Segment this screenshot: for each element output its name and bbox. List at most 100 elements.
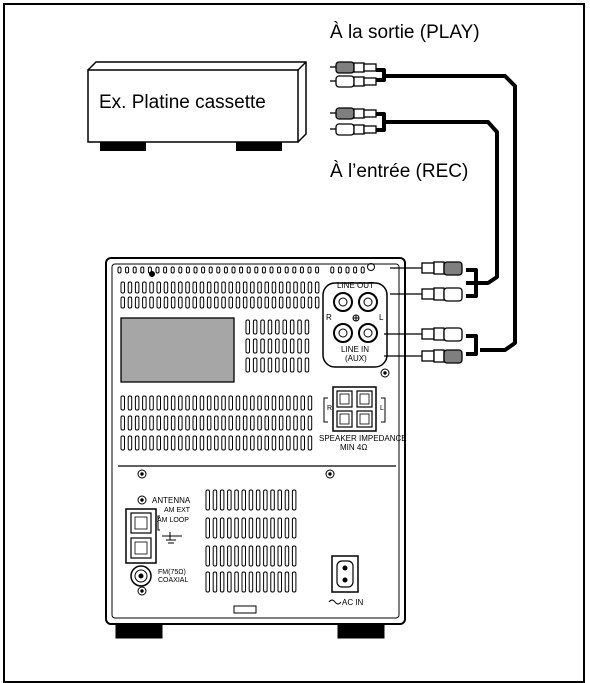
plug-in-white [443,327,463,342]
vent-slot [282,357,287,373]
top-vent-mark [223,266,228,274]
vent-slot [142,395,147,411]
top-vent-mark [140,266,145,274]
vent-slot [250,296,255,309]
vent-slot [227,489,232,511]
vent-slot [242,281,248,294]
vent-slot [257,415,262,431]
vent-slot [192,415,197,431]
input-rec-label: À l’entrée (REC) [330,161,469,182]
vent-slot [134,281,140,294]
antenna-label: ANTENNA [152,496,191,505]
vent-slot [199,415,205,431]
vent-slot [304,338,310,354]
vent-slot [163,435,169,451]
vent-slot [263,517,268,539]
plug-rec-white [335,123,355,136]
vent-slot [297,319,302,335]
top-vent-mark [208,266,213,274]
vent-slot [248,517,254,539]
vent-slot [221,415,226,431]
plug-out-gray [443,261,463,276]
speaker-min-label: MIN 4Ω [340,443,368,452]
vent-slot [314,296,320,309]
vent-slot [263,571,268,593]
vent-slot [199,281,205,294]
vent-slot [219,545,225,567]
vent-slot [242,435,248,451]
jack-out-r [333,292,353,312]
vent-slot [267,319,273,335]
vent-slot [314,281,320,294]
vent-slot [235,296,241,309]
vent-slot [257,395,262,411]
vent-slot [255,489,261,511]
vent-slot [206,281,212,294]
vent-slot [178,415,183,431]
top-vent-mark [277,266,282,274]
vent-slot [264,281,269,294]
vent-slot [221,395,226,411]
vent-slot [260,319,265,335]
ac-inlet [328,555,359,605]
speaker-r-label: R [327,405,333,412]
vent-slot [289,357,295,373]
vent-slot [234,545,239,567]
plug-rec-gray [335,107,355,120]
vent-slot [271,395,277,411]
top-vent-mark [292,266,297,274]
vent-slot [170,435,176,451]
plug-play-white [335,75,355,88]
top-vent-mark [299,266,304,274]
vent-slot [278,415,284,431]
jack-r-label: R [326,313,332,322]
top-vent-mark [185,266,190,274]
vent-slot [241,545,246,567]
top-vent-mark [254,266,259,274]
vent-slot [163,395,169,411]
top-vent-mark [337,266,342,274]
vent-slot [248,571,254,593]
vent-slot [252,338,258,354]
vent-slot [270,571,275,593]
vent-slot [245,319,250,335]
plug-out-white [443,287,463,302]
top-vent-mark [170,266,175,274]
vent-slot [271,435,277,451]
vent-slot [127,415,133,431]
vent-slot [277,489,282,511]
vent-slot [264,395,269,411]
vent-slot [234,571,239,593]
vent-slot [163,296,169,309]
vent-slot [278,296,284,309]
vent-slot [142,435,147,451]
vent-slot [297,338,302,354]
vent-slot [242,296,248,309]
vent-slot [205,571,210,593]
line-in-label: LINE IN [341,345,370,354]
vent-slot [234,517,239,539]
top-vent-mark [239,266,244,274]
vent-slot [192,435,197,451]
top-vent-mark [360,266,365,274]
main-unit [105,257,406,639]
vent-slot [156,296,161,309]
vent-slot [120,435,125,451]
vent-slot [260,338,265,354]
vent-slot [252,357,258,373]
vent-slot [307,415,313,431]
vent-slot [199,395,205,411]
am-ext-label: AM EXT [164,507,191,514]
vent-slot [120,415,125,431]
vent-slot [234,489,239,511]
vent-slot [277,517,282,539]
jack-l-label: L [379,313,384,322]
vent-slot [170,415,176,431]
vent-slot [142,296,147,309]
vent-slot [227,571,232,593]
top-vent-mark [125,266,130,274]
vent-slot [228,395,233,411]
vent-slot [127,281,133,294]
top-vent-mark [178,266,183,274]
